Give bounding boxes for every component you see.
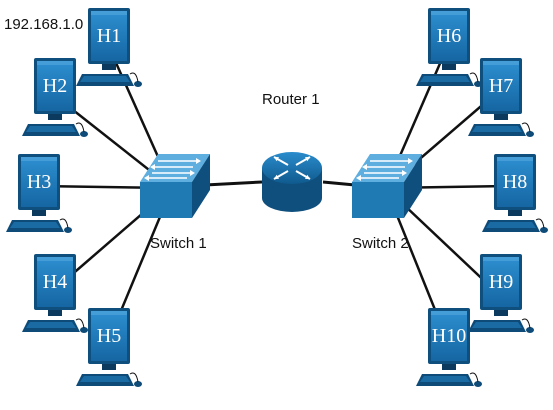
switch-1-label: Switch 1 bbox=[150, 235, 207, 252]
switch-icon bbox=[140, 154, 210, 218]
host-label: H8 bbox=[503, 171, 527, 193]
computer-icon bbox=[468, 254, 534, 333]
link-switch-1-router bbox=[204, 180, 263, 187]
host-label: H2 bbox=[43, 75, 67, 97]
host-label: H1 bbox=[97, 25, 121, 47]
host-label: H6 bbox=[437, 25, 461, 47]
link-router-switch-2 bbox=[322, 180, 356, 187]
computer-icon bbox=[6, 154, 72, 233]
host-h7[interactable]: H7 bbox=[468, 58, 534, 137]
host-h6[interactable]: H6 bbox=[416, 8, 482, 87]
computer-icon bbox=[482, 154, 548, 233]
router-icon bbox=[262, 152, 322, 212]
host-h10[interactable]: H10 bbox=[416, 308, 482, 387]
computer-icon bbox=[468, 58, 534, 137]
host-h8[interactable]: H8 bbox=[482, 154, 548, 233]
switch-2-label: Switch 2 bbox=[352, 235, 409, 252]
computer-icon bbox=[22, 254, 88, 333]
host-label: H10 bbox=[432, 325, 466, 347]
computer-icon bbox=[416, 308, 482, 387]
computer-icon bbox=[416, 8, 482, 87]
host-label: H4 bbox=[43, 271, 67, 293]
host-label: H7 bbox=[489, 75, 513, 97]
switch-icon bbox=[352, 154, 422, 218]
host-h3[interactable]: H3 bbox=[6, 154, 72, 233]
host-h9[interactable]: H9 bbox=[468, 254, 534, 333]
host-label: H9 bbox=[489, 271, 513, 293]
computer-icon bbox=[76, 8, 142, 87]
host-h2[interactable]: H2 bbox=[22, 58, 88, 137]
router-label: Router 1 bbox=[262, 91, 320, 108]
host-h4[interactable]: H4 bbox=[22, 254, 88, 333]
switch-2[interactable] bbox=[352, 154, 422, 218]
switch-1[interactable] bbox=[140, 154, 210, 218]
host-label: H5 bbox=[97, 325, 121, 347]
host-label: H3 bbox=[27, 171, 51, 193]
computer-icon bbox=[76, 308, 142, 387]
router-1[interactable] bbox=[262, 152, 322, 212]
host-h1[interactable]: H1 bbox=[76, 8, 142, 87]
host-h5[interactable]: H5 bbox=[76, 308, 142, 387]
computer-icon bbox=[22, 58, 88, 137]
network-address-label: 192.168.1.0 bbox=[4, 16, 83, 33]
